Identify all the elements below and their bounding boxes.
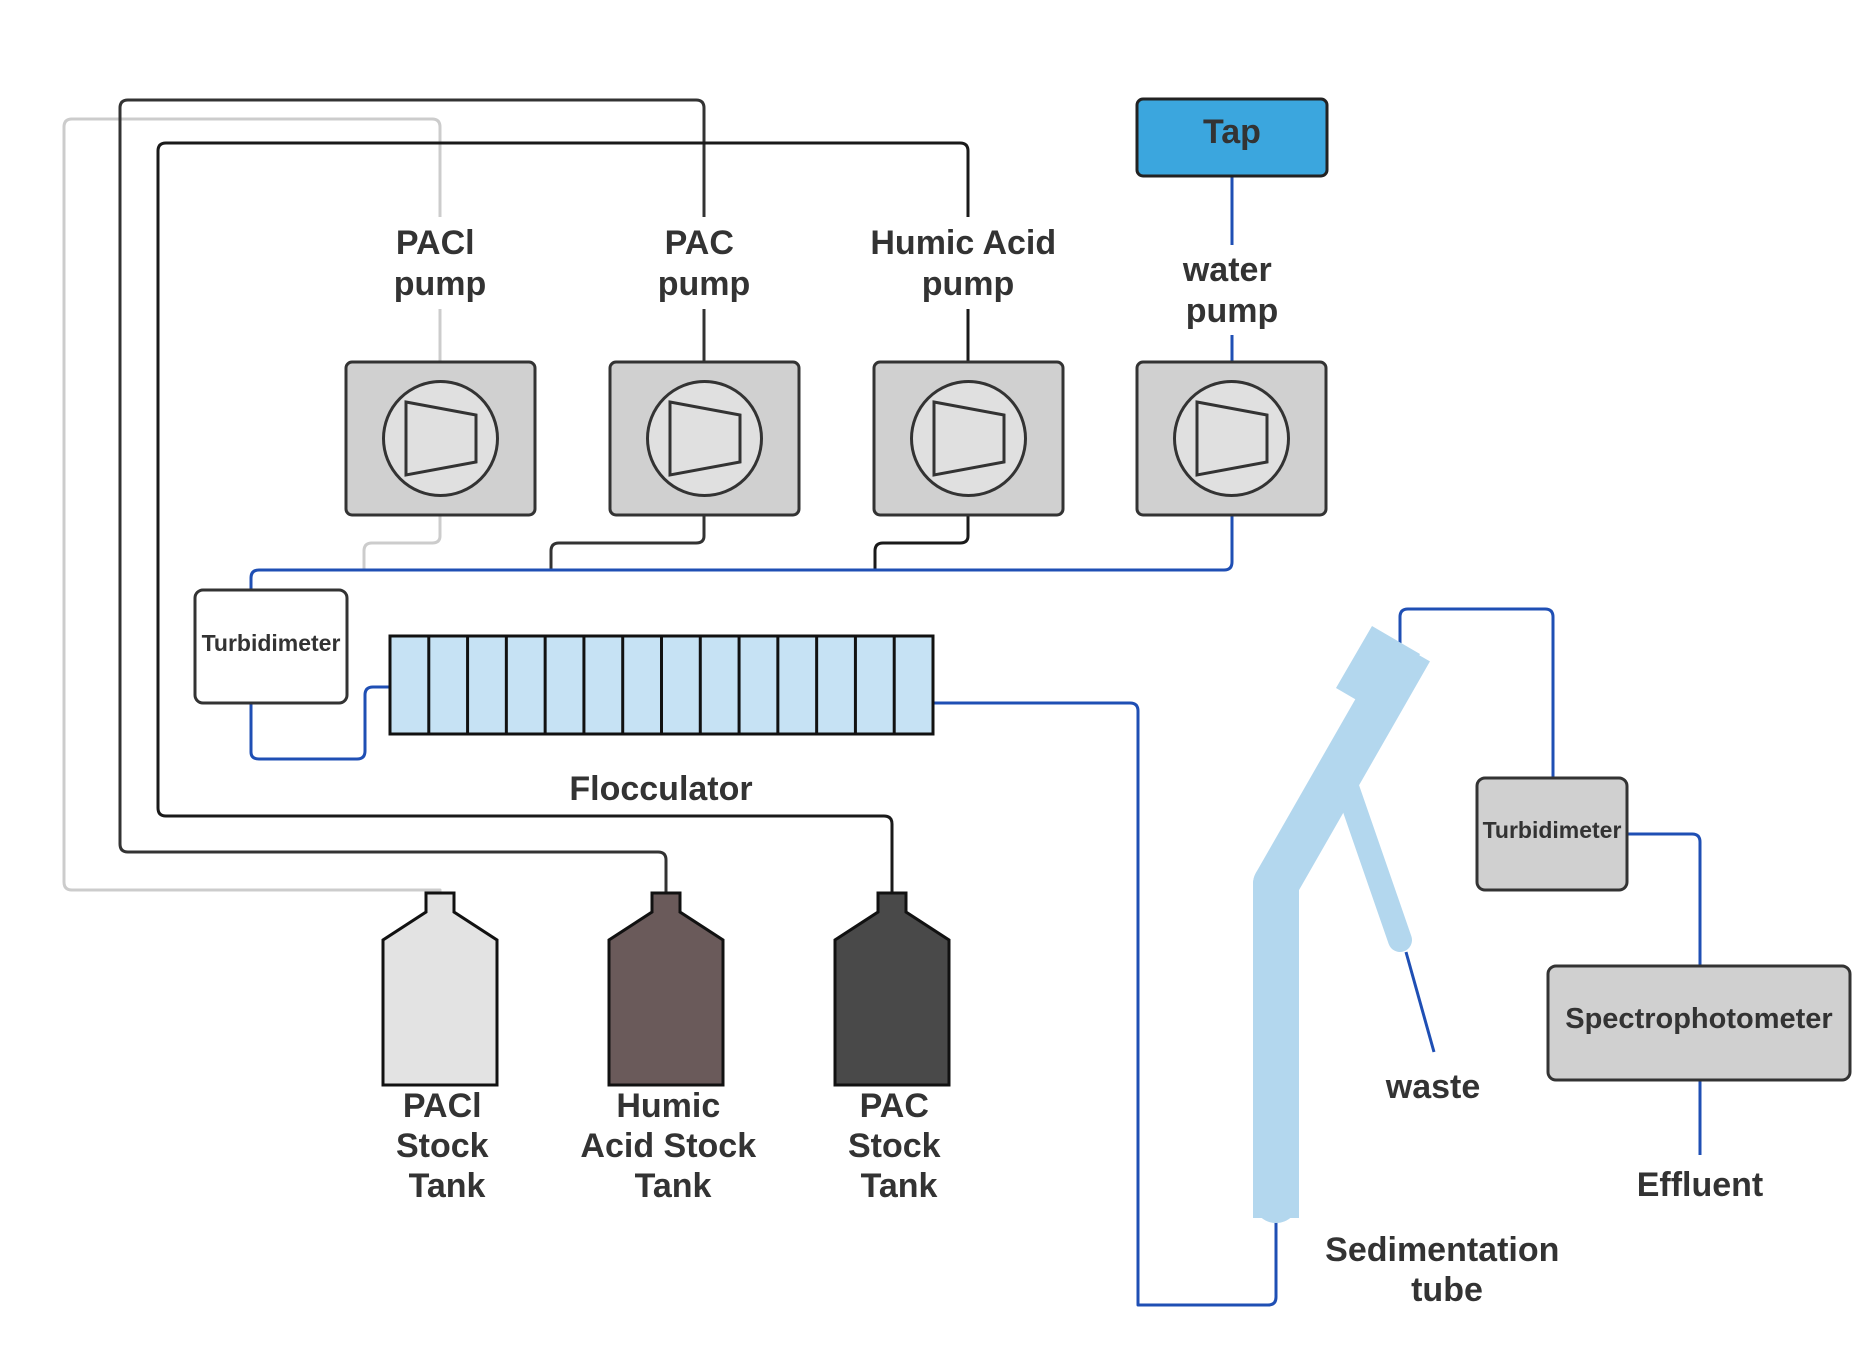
pacl-stock-tank-label-line3: Tank — [409, 1167, 486, 1205]
sedimentation-tube: Sedimentation tube — [1253, 626, 1569, 1309]
spectrophotometer: Spectrophotometer — [1546, 964, 1852, 1082]
pacl-stock-tank-label-line1: PACl — [403, 1087, 482, 1125]
spectrophotometer-label: Spectrophotometer — [1565, 1003, 1832, 1035]
effluent-label: Effluent — [1637, 1166, 1764, 1204]
pacl-stock-tank-label: PACl Stock Tank — [396, 1087, 498, 1205]
pacl-pump-label-line2: pump — [394, 265, 487, 303]
pump-icon — [404, 400, 478, 477]
humic-acid-stock-tank-label-line2: Acid Stock — [580, 1127, 756, 1165]
turbidimeter-outlet: Turbidimeter — [1475, 776, 1629, 892]
pacl-pump-label: PACl pump — [394, 224, 487, 303]
pac-pump — [608, 360, 801, 517]
pac-stock-tank-label-line2: Stock — [848, 1127, 941, 1165]
sedimentation-tube-label: Sedimentation tube — [1325, 1231, 1569, 1309]
pac-stock-tank-label: PAC Stock Tank — [848, 1087, 950, 1205]
turbidimeter-inlet: Turbidimeter — [193, 588, 349, 705]
sedimentation-tube-label-line2: tube — [1411, 1271, 1483, 1309]
humic-acid-stock-tank — [607, 891, 725, 1087]
water-pump-label: water pump — [1182, 251, 1281, 330]
waste-label: waste — [1385, 1068, 1481, 1106]
humic-acid-pump-label-line2: pump — [922, 265, 1015, 303]
humic-acid-stock-tank-label: Humic Acid Stock Tank — [580, 1087, 765, 1205]
turbidimeter-outlet-label: Turbidimeter — [1483, 817, 1622, 843]
tap: Tap — [1135, 97, 1329, 178]
pacl-stock-tank-label-line2: Stock — [396, 1127, 489, 1165]
humic-pump-outlet-line — [873, 515, 970, 570]
pacl-dosing-line — [62, 117, 442, 893]
humic-acid-pump-label: Humic Acid pump — [870, 224, 1065, 303]
water-pump — [1135, 360, 1328, 517]
pac-pump-label-line2: pump — [658, 265, 751, 303]
pac-stock-tank — [833, 891, 951, 1087]
water-pump-label-line2: pump — [1186, 292, 1279, 330]
humic-dosing-line — [156, 141, 970, 893]
flocculator: Flocculator — [388, 634, 935, 808]
flocculator-compartments — [427, 636, 896, 734]
pac-pump-label-line1: PAC — [665, 224, 734, 262]
water-main-line — [249, 515, 1234, 590]
flocculator-label: Flocculator — [569, 770, 752, 808]
pac-pump-label: PAC pump — [658, 224, 751, 303]
pac-pump-outlet-line — [549, 515, 706, 570]
humic-acid-pump-label-line1: Humic Acid — [870, 224, 1056, 262]
pac-stock-tank-label-line3: Tank — [861, 1167, 938, 1205]
sedimentation-overflow-line — [1398, 607, 1555, 778]
pacl-stock-tank — [381, 891, 499, 1087]
pacl-pump — [344, 360, 537, 517]
sedimentation-tube-label-line1: Sedimentation — [1325, 1231, 1559, 1269]
pump-icon — [932, 400, 1006, 477]
turbidimeter-to-flocculator-line — [249, 685, 390, 761]
piping — [62, 98, 1702, 1307]
pacl-pump-outlet-line — [362, 515, 442, 570]
waste-line — [1404, 951, 1436, 1053]
turbidimeter-to-spectrophotometer-line — [1627, 832, 1702, 966]
tap-label: Tap — [1203, 113, 1261, 151]
humic-acid-stock-tank-label-line1: Humic — [616, 1087, 720, 1125]
humic-acid-stock-tank-label-line3: Tank — [635, 1167, 712, 1205]
pump-icon — [1195, 400, 1269, 477]
pacl-pump-label-line1: PACl — [396, 224, 475, 262]
turbidimeter-inlet-label: Turbidimeter — [202, 630, 341, 656]
sedimentation-tube-top — [1336, 626, 1420, 716]
humic-acid-pump — [872, 360, 1065, 517]
water-pump-label-line1: water — [1182, 251, 1272, 289]
pump-icon — [668, 400, 742, 477]
sedimentation-waste-arm — [1335, 775, 1412, 952]
pac-dosing-line — [118, 98, 706, 893]
pac-stock-tank-label-line1: PAC — [860, 1087, 929, 1125]
flocculator-to-sedimentation-line — [933, 701, 1278, 1307]
